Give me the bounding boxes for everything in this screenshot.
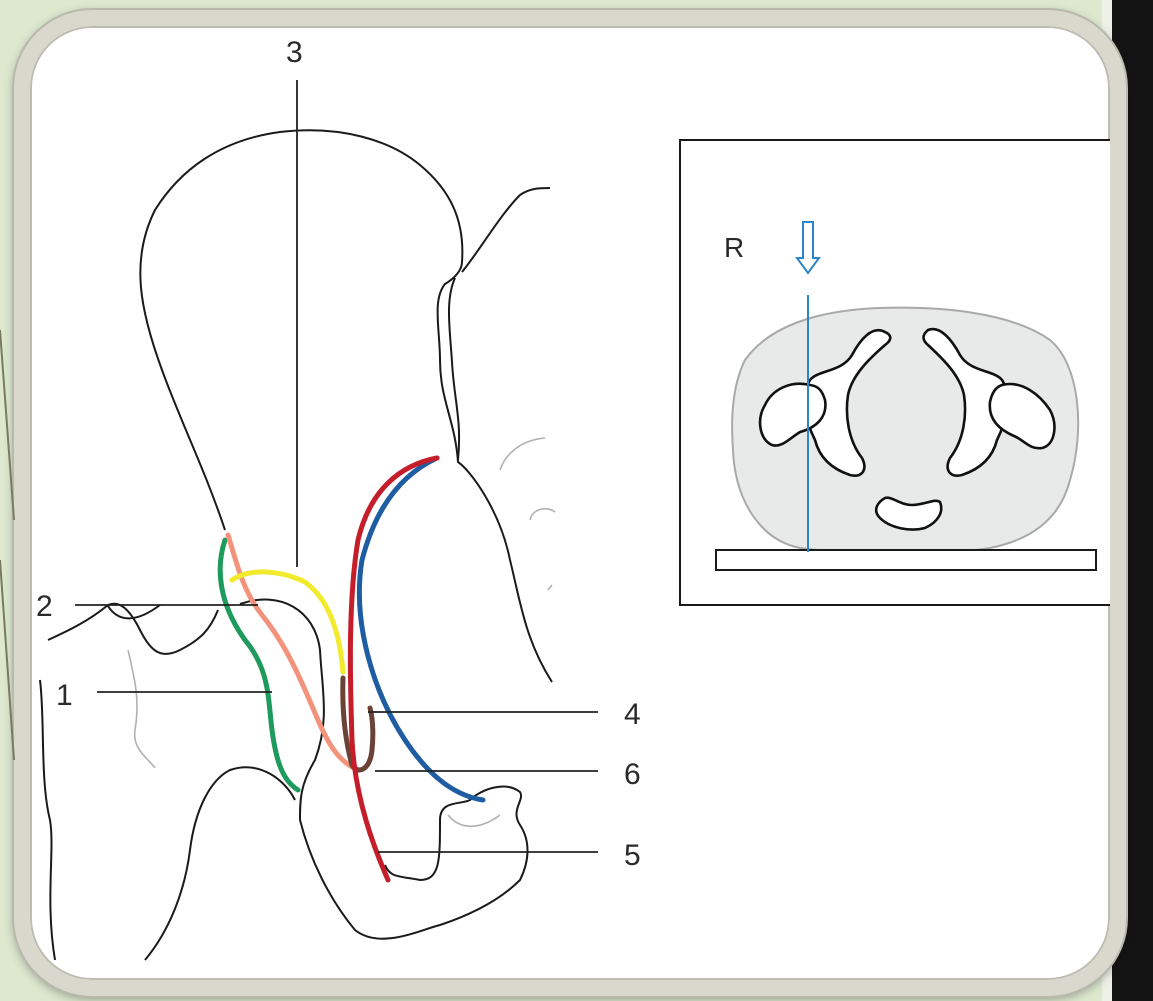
blue-curve — [359, 458, 483, 800]
ischial-ramus — [145, 767, 295, 960]
scanner-table — [716, 550, 1096, 570]
label-4: 4 — [624, 698, 641, 731]
faint-contours — [128, 438, 555, 826]
pelvis-outline — [40, 130, 552, 960]
side-marker-r: R — [724, 232, 744, 263]
label-1: 1 — [56, 679, 73, 712]
sacral-ala — [462, 188, 550, 272]
upper-left-bone — [108, 605, 160, 618]
ilium-contour — [140, 130, 552, 682]
left-bone-edge — [40, 680, 55, 960]
red-curve — [350, 458, 437, 880]
label-2: 2 — [36, 590, 53, 623]
label-5: 5 — [624, 839, 641, 872]
slide-decoration — [0, 330, 14, 760]
label-3: 3 — [286, 36, 303, 69]
brown-curve — [343, 678, 373, 770]
pubic-contour — [48, 604, 218, 654]
colored-curves — [220, 458, 483, 880]
label-6: 6 — [624, 758, 641, 791]
axial-inset: R — [680, 140, 1125, 605]
